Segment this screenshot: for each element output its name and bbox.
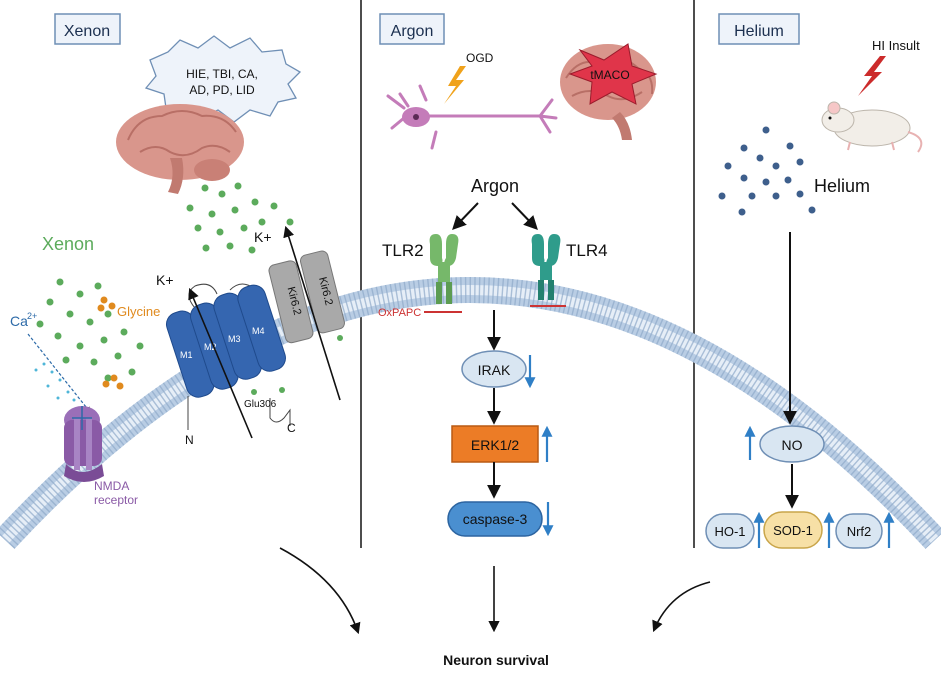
tlr4-receptor-icon [531,234,561,300]
nmda-label-line2: receptor [94,493,138,507]
ogd-lightning-icon [444,66,466,104]
erk-label: ERK1/2 [471,437,519,453]
helium-atoms [718,126,816,216]
xenon-title-box: Xenon [54,13,121,45]
kir62-channel-2: Kir6.2 [299,250,345,334]
neuron-survival-label: Neuron survival [443,652,549,668]
calcium-label-group: Ca 2+ [10,311,37,329]
calcium-superscript: 2+ [27,311,37,321]
brain-sagittal-icon [116,104,244,194]
hi-lightning-icon [858,56,886,96]
helium-to-survival-arrow [652,581,711,633]
disease-list-line2: AD, PD, LID [189,83,255,97]
ho1-node: HO-1 [705,513,755,549]
mouse-icon [821,101,923,153]
kir62-channel-1: Kir6.2 [268,260,314,344]
potassium-label-2: K+ [254,229,272,245]
brain-tmaco-icon: tMACO [560,43,658,140]
no-label: NO [782,437,803,453]
tmaco-label: tMACO [590,68,629,82]
glycine-label: Glycine [117,304,160,319]
n-terminus-label: N [185,433,194,447]
calcium-ions [34,362,84,412]
cell-membrane [0,277,941,549]
nrf2-node: Nrf2 [835,513,883,549]
irak-label: IRAK [478,362,511,378]
glycine-molecules [97,296,124,390]
c-terminus-label: C [287,421,296,435]
calcium-label: Ca [10,313,28,329]
ogd-label: OGD [466,51,494,65]
argon-to-tlr4-arrow [511,202,538,231]
potassium-arrow-1 [188,287,253,439]
segment-m2: M2 [204,342,217,352]
helium-agent-label: Helium [814,176,870,196]
xenon-atoms [36,182,343,395]
irak-node: IRAK [461,350,527,388]
nrf2-label: Nrf2 [847,524,872,539]
glu306-label: Glu306 [244,399,277,410]
neuron-icon [386,84,558,150]
erk-node: ERK1/2 [451,425,539,463]
sod1-node: SOD-1 [763,511,823,549]
helium-panel-title: Helium [734,23,784,40]
xenon-panel-title: Xenon [64,23,110,40]
disease-list-line1: HIE, TBI, CA, [186,67,258,81]
segment-m3: M3 [228,334,241,344]
caspase-label: caspase-3 [463,511,528,527]
tlr4-label: TLR4 [566,241,608,260]
sod1-label: SOD-1 [773,523,813,538]
no-node: NO [759,425,825,463]
xenon-atom-label: Xenon [42,234,94,254]
helium-title-box: Helium [718,13,800,45]
caspase-node: caspase-3 [447,501,543,537]
potassium-arrow-2 [283,225,341,401]
tlr2-receptor-icon [429,234,459,304]
xenon-to-survival-arrow [279,547,361,635]
oxpapc-label: OxPAPC [378,307,421,319]
nmda-label-line1: NMDA [94,479,129,493]
argon-title-box: Argon [379,13,445,45]
nmda-receptor-icon [64,406,104,482]
segment-m1: M1 [180,350,193,360]
argon-panel-title: Argon [391,23,434,40]
calcium-influx-arrow [27,333,91,413]
hi-insult-label: HI Insult [872,38,920,53]
argon-to-tlr2-arrow [452,202,479,231]
tlr2-label: TLR2 [382,241,424,260]
segment-m4: M4 [252,326,265,336]
ho1-label: HO-1 [714,524,745,539]
neuron-nucleus [413,114,419,120]
potassium-label-1: K+ [156,272,174,288]
argon-agent-label: Argon [471,176,519,196]
